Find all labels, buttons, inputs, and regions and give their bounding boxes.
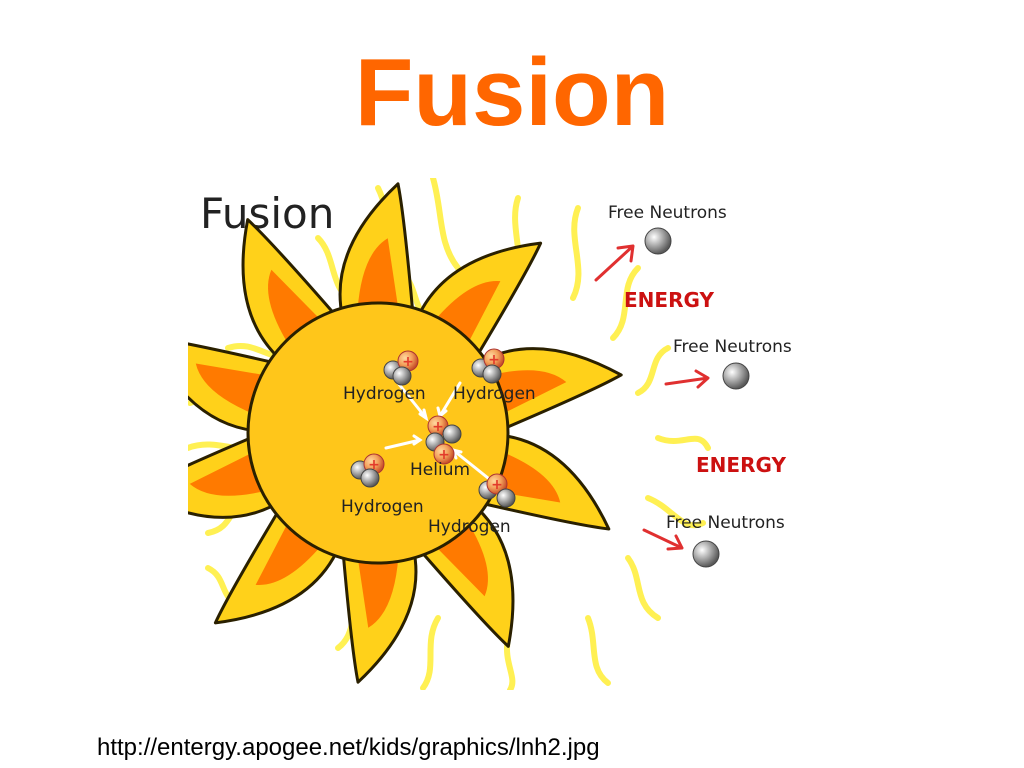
fusion-arrows xyxy=(384,381,490,480)
svg-text:+: + xyxy=(491,477,503,493)
label-hydrogen-bottom-right: Hydrogen xyxy=(428,517,511,537)
helium-nucleus: + + xyxy=(425,415,462,465)
neutron-icon xyxy=(722,362,750,390)
hydrogen-nucleus-top-left: + xyxy=(383,350,419,386)
svg-text:+: + xyxy=(488,352,500,368)
flame-inner xyxy=(488,370,567,415)
hydrogen-nucleus-bottom-right: + xyxy=(478,473,516,508)
flame-inner xyxy=(357,238,399,310)
hydrogen-nucleus-top-right: + xyxy=(471,348,505,384)
label-hydrogen-bottom-left: Hydrogen xyxy=(341,497,424,517)
arrow-icon xyxy=(664,369,710,389)
hydrogen-nucleus-bottom-left: + xyxy=(350,453,385,488)
arrow-icon xyxy=(594,244,635,282)
output-label-energy-1: ENERGY xyxy=(624,288,714,312)
label-hydrogen-top-right: Hydrogen xyxy=(453,384,536,404)
label-helium: Helium xyxy=(410,460,470,480)
sun: + + + + + + xyxy=(188,178,711,690)
svg-text:+: + xyxy=(368,457,380,473)
output-label-free-neutrons-1: Free Neutrons xyxy=(608,203,727,223)
fusion-outputs: Free Neutrons ENERGY Free Neutrons ENERG… xyxy=(594,203,792,568)
flame-inner xyxy=(195,363,268,415)
arrow-icon xyxy=(642,528,684,551)
flame-inner xyxy=(357,556,399,628)
svg-text:+: + xyxy=(438,447,450,463)
image-source-caption: http://entergy.apogee.net/kids/graphics/… xyxy=(97,734,600,761)
flame-inner xyxy=(189,451,268,496)
sun-core xyxy=(246,301,510,565)
svg-text:+: + xyxy=(402,354,414,370)
diagram-heading: Fusion xyxy=(200,189,334,238)
output-label-free-neutrons-2: Free Neutrons xyxy=(673,337,792,357)
neutron-icon xyxy=(644,227,672,255)
fusion-diagram: Fusion xyxy=(188,178,792,690)
output-label-energy-2: ENERGY xyxy=(696,453,786,477)
slide-title: Fusion xyxy=(354,39,670,146)
label-hydrogen-top-left: Hydrogen xyxy=(343,384,426,404)
neutron-icon xyxy=(692,540,720,568)
svg-text:+: + xyxy=(432,419,444,435)
output-label-free-neutrons-3: Free Neutrons xyxy=(666,513,785,533)
